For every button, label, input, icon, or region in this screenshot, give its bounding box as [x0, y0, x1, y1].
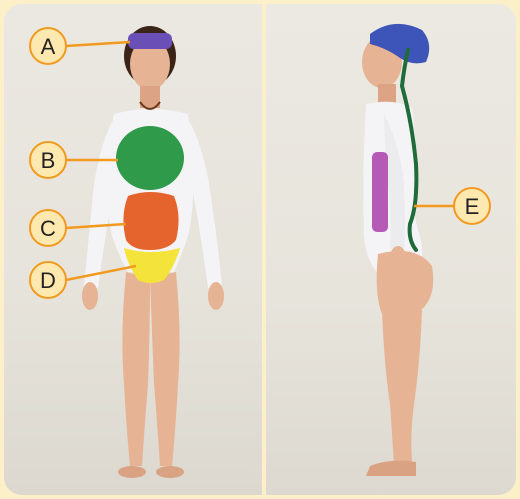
side-legs: [382, 310, 422, 464]
side-hips: [377, 251, 434, 314]
label-d-text: D: [40, 268, 56, 293]
label-d: D: [30, 262, 66, 298]
front-left-hand: [82, 282, 98, 310]
label-e: E: [454, 188, 490, 224]
front-left-leg: [122, 272, 150, 466]
label-a-text: A: [41, 34, 56, 59]
side-lumbar-patch: [372, 152, 388, 232]
leader-a: [66, 42, 130, 46]
label-b-text: B: [41, 148, 56, 173]
front-view-photo: A B C D: [4, 4, 262, 495]
front-right-leg: [150, 272, 180, 466]
photo-frame: A B C D: [4, 4, 516, 495]
side-view-photo: E: [266, 4, 516, 495]
side-feet: [366, 461, 416, 476]
label-c-text: C: [40, 216, 56, 241]
front-left-foot: [118, 466, 146, 478]
front-right-foot: [156, 466, 184, 478]
label-b: B: [30, 142, 66, 178]
label-c: C: [30, 210, 66, 246]
front-view-figure: A B C D: [4, 4, 262, 495]
side-view-figure: E: [266, 4, 516, 495]
region-c-abdomen: [123, 192, 178, 250]
label-e-text: E: [465, 194, 480, 219]
region-b-chest: [116, 126, 184, 190]
label-a: A: [30, 28, 66, 64]
region-a-forehead: [128, 33, 172, 49]
front-right-hand: [208, 282, 224, 310]
